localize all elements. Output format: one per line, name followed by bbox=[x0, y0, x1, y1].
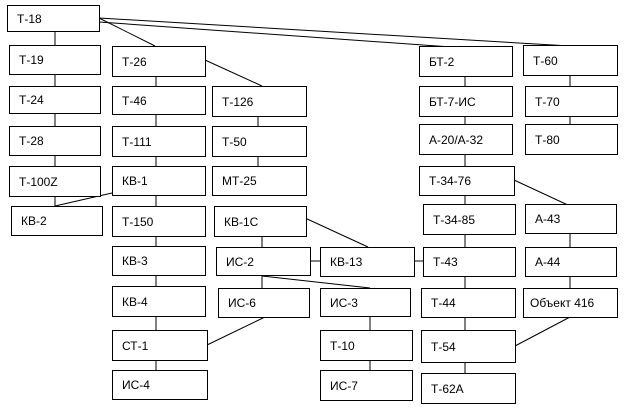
node-kv1s: КВ-1С bbox=[214, 206, 307, 237]
node-t150: Т-150 bbox=[112, 206, 206, 237]
node-is2: ИС-2 bbox=[216, 247, 311, 276]
node-kv4: КВ-4 bbox=[112, 286, 206, 317]
node-t62a: Т-62А bbox=[421, 373, 516, 404]
edge-t3476-a43 bbox=[513, 179, 571, 207]
edge-t18-t60 bbox=[98, 17, 571, 47]
node-t43: Т-43 bbox=[423, 247, 516, 277]
node-t50: Т-50 bbox=[212, 126, 307, 157]
edge-kv1s-kv13 bbox=[304, 217, 369, 248]
node-t100z: Т-100Z bbox=[9, 166, 101, 197]
node-t126: Т-126 bbox=[212, 86, 307, 117]
node-kv1: КВ-1 bbox=[112, 166, 206, 196]
node-a20a32: А-20/А-32 bbox=[419, 124, 513, 155]
node-t44: Т-44 bbox=[421, 288, 516, 318]
node-t3476: Т-34-76 bbox=[419, 166, 515, 196]
edge-is6-st1 bbox=[206, 316, 266, 346]
node-t18: Т-18 bbox=[7, 5, 100, 32]
node-a44: А-44 bbox=[525, 247, 617, 277]
node-is3: ИС-3 bbox=[320, 288, 411, 317]
node-t24: Т-24 bbox=[9, 86, 101, 114]
node-is6: ИС-6 bbox=[218, 288, 310, 318]
node-t26: Т-26 bbox=[112, 46, 206, 77]
node-is4: ИС-4 bbox=[112, 370, 208, 400]
node-t3485: Т-34-85 bbox=[423, 204, 516, 235]
node-is7: ИС-7 bbox=[320, 370, 413, 401]
node-kv13: КВ-13 bbox=[320, 247, 415, 277]
node-kv2: КВ-2 bbox=[11, 206, 103, 236]
node-t80: Т-80 bbox=[525, 124, 618, 155]
node-t28: Т-28 bbox=[9, 126, 101, 156]
node-t111: Т-111 bbox=[112, 126, 206, 157]
edge-is2-is3 bbox=[261, 275, 371, 289]
node-a43: А-43 bbox=[525, 204, 617, 234]
node-t70: Т-70 bbox=[525, 86, 618, 117]
node-t10: Т-10 bbox=[320, 330, 413, 361]
node-kv3: КВ-3 bbox=[112, 246, 206, 276]
node-mt25: МТ-25 bbox=[212, 166, 307, 196]
node-t60: Т-60 bbox=[523, 45, 618, 76]
node-obj416: Объект 416 bbox=[523, 288, 618, 318]
edge-obj416-t54 bbox=[514, 316, 571, 347]
edge-t26-t126 bbox=[204, 59, 263, 87]
edge-t18-bt2 bbox=[98, 21, 466, 49]
node-t19: Т-19 bbox=[9, 45, 101, 75]
node-bt2: БТ-2 bbox=[419, 46, 513, 77]
node-bt7is: БТ-7-ИС bbox=[419, 86, 513, 117]
node-t54: Т-54 bbox=[421, 330, 516, 363]
node-st1: СТ-1 bbox=[112, 330, 208, 361]
node-t46: Т-46 bbox=[112, 86, 206, 115]
edge-kv1-kv2 bbox=[54, 192, 113, 207]
